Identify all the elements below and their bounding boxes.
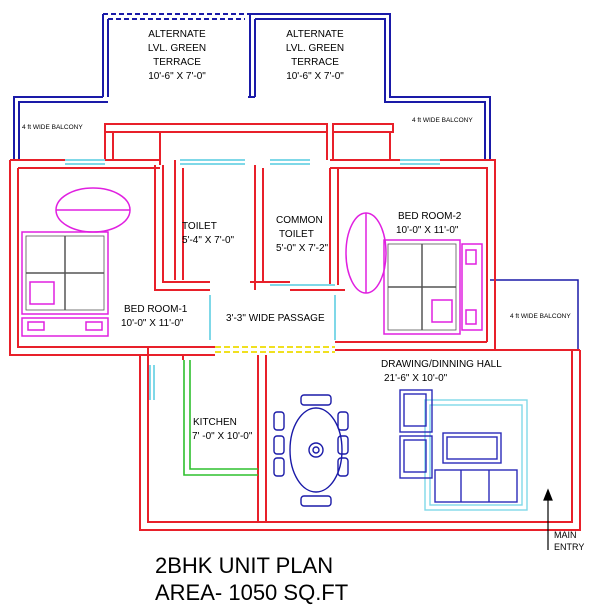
plan-area: AREA- 1050 SQ.FT bbox=[155, 580, 349, 605]
passage-label: 3'-3" WIDE PASSAGE bbox=[226, 313, 325, 324]
bedroom2-name: BED ROOM-2 bbox=[398, 211, 462, 222]
toilet-size: 5'-4" X 7'-0" bbox=[182, 235, 235, 246]
bed-1 bbox=[21, 187, 131, 337]
terrace-right-size: 10'-6" X 7'-0" bbox=[286, 71, 344, 82]
balcony-top-right-label: 4 ft WIDE BALCONY bbox=[412, 117, 473, 124]
walls bbox=[9, 123, 581, 531]
doors bbox=[215, 346, 335, 353]
bedroom2-size: 10'-0" X 11'-0" bbox=[396, 225, 459, 236]
common-toilet-size: 5'-0" X 7'-2" bbox=[276, 243, 329, 254]
drawing-hall-name: DRAWING/DINNING HALL bbox=[381, 359, 502, 370]
entry-arrow bbox=[543, 488, 553, 550]
plan-title: 2BHK UNIT PLAN bbox=[155, 553, 334, 578]
side-balcony-outline bbox=[490, 279, 579, 350]
balcony-top-left-label: 4 ft WIDE BALCONY bbox=[22, 124, 83, 131]
bedroom1-size: 10'-0" X 11'-0" bbox=[121, 318, 184, 329]
terrace-left-line2: LVL. GREEN bbox=[148, 43, 206, 54]
balcony-side-label: 4 ft WIDE BALCONY bbox=[510, 313, 571, 320]
bedroom1-name: BED ROOM-1 bbox=[124, 304, 188, 315]
entry-line1: MAIN bbox=[554, 530, 577, 540]
terrace-right-line3: TERRACE bbox=[291, 57, 339, 68]
sofa-set bbox=[399, 389, 528, 511]
windows bbox=[65, 159, 440, 400]
common-toilet-name1: COMMON bbox=[276, 215, 323, 226]
terrace-left-line1: ALTERNATE bbox=[148, 29, 206, 40]
bed-2 bbox=[345, 212, 483, 335]
dining-table bbox=[273, 394, 349, 507]
terrace-left-size: 10'-6" X 7'-0" bbox=[148, 71, 206, 82]
kitchen-size: 7' -0" X 10'-0" bbox=[192, 431, 253, 442]
drawing-hall-size: 21'-6" X 10'-0" bbox=[384, 373, 448, 384]
toilet-name: TOILET bbox=[182, 221, 217, 232]
kitchen-name: KITCHEN bbox=[193, 417, 237, 428]
terrace-right-line1: ALTERNATE bbox=[286, 29, 344, 40]
terrace-right-line2: LVL. GREEN bbox=[286, 43, 344, 54]
labels: ALTERNATE LVL. GREEN TERRACE 10'-6" X 7'… bbox=[22, 29, 584, 552]
common-toilet-name2: TOILET bbox=[279, 229, 314, 240]
kitchen-counter bbox=[183, 360, 258, 476]
terrace-left-line3: TERRACE bbox=[153, 57, 201, 68]
entry-line2: ENTRY bbox=[554, 542, 584, 552]
terrace-left-outline bbox=[13, 13, 250, 160]
terrace-right-outline bbox=[248, 13, 491, 160]
